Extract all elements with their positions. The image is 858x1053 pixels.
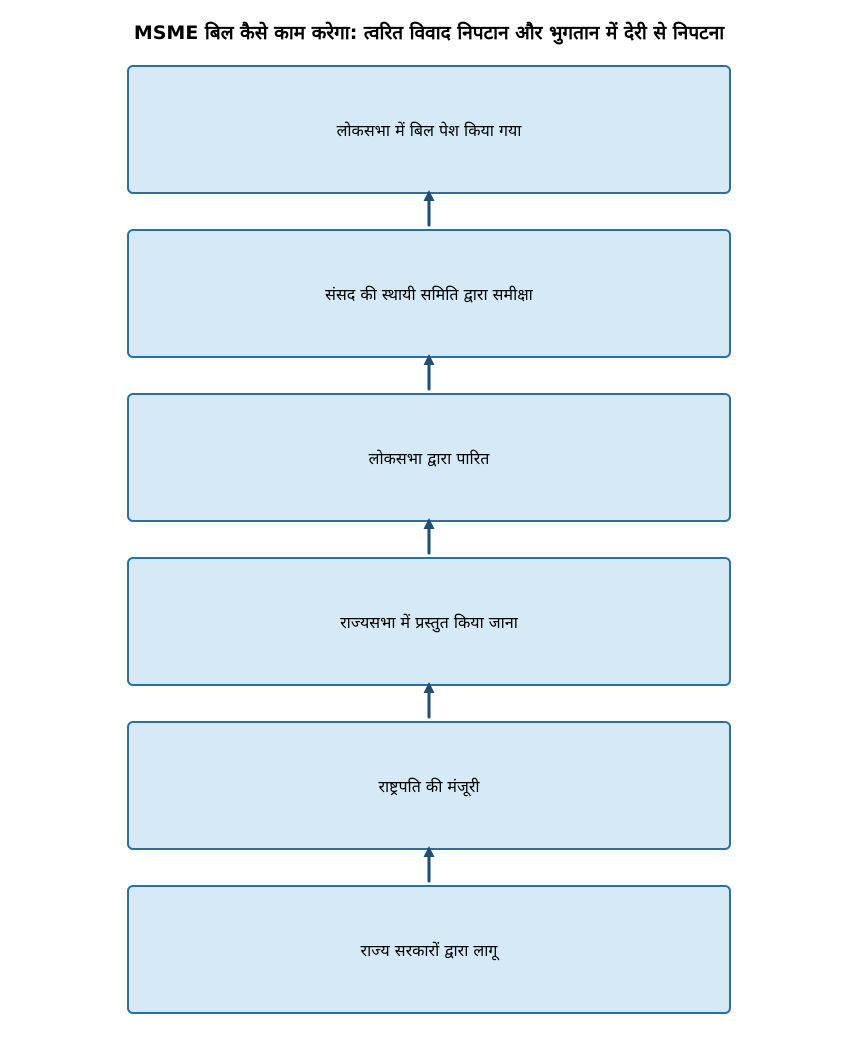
process-step-label: राज्य सरकारों द्वारा लागू [360,940,498,960]
process-step-4: राज्यसभा में प्रस्तुत किया जाना [127,557,731,686]
process-flow: लोकसभा में बिल पेश किया गया संसद की स्था… [127,65,731,1014]
process-step-label: लोकसभा द्वारा पारित [368,448,490,468]
arrow-up-icon [423,518,435,555]
up-arrow-3 [127,518,731,557]
arrow-up-icon [423,190,435,227]
up-arrow-2 [127,354,731,393]
process-step-label: राष्ट्रपति की मंजूरी [378,776,480,796]
up-arrow-4 [127,682,731,721]
diagram-title: MSME बिल कैसे काम करेगा: त्वरित विवाद नि… [133,22,725,44]
process-step-2: संसद की स्थायी समिति द्वारा समीक्षा [127,229,731,358]
process-step-3: लोकसभा द्वारा पारित [127,393,731,522]
process-step-5: राष्ट्रपति की मंजूरी [127,721,731,850]
up-arrow-5 [127,846,731,885]
process-step-6: राज्य सरकारों द्वारा लागू [127,885,731,1014]
arrow-up-icon [423,682,435,719]
process-step-label: राज्यसभा में प्रस्तुत किया जाना [340,612,518,632]
process-step-label: संसद की स्थायी समिति द्वारा समीक्षा [325,284,533,304]
process-step-label: लोकसभा में बिल पेश किया गया [336,120,522,140]
arrow-up-icon [423,846,435,883]
process-step-1: लोकसभा में बिल पेश किया गया [127,65,731,194]
arrow-up-icon [423,354,435,391]
up-arrow-1 [127,190,731,229]
